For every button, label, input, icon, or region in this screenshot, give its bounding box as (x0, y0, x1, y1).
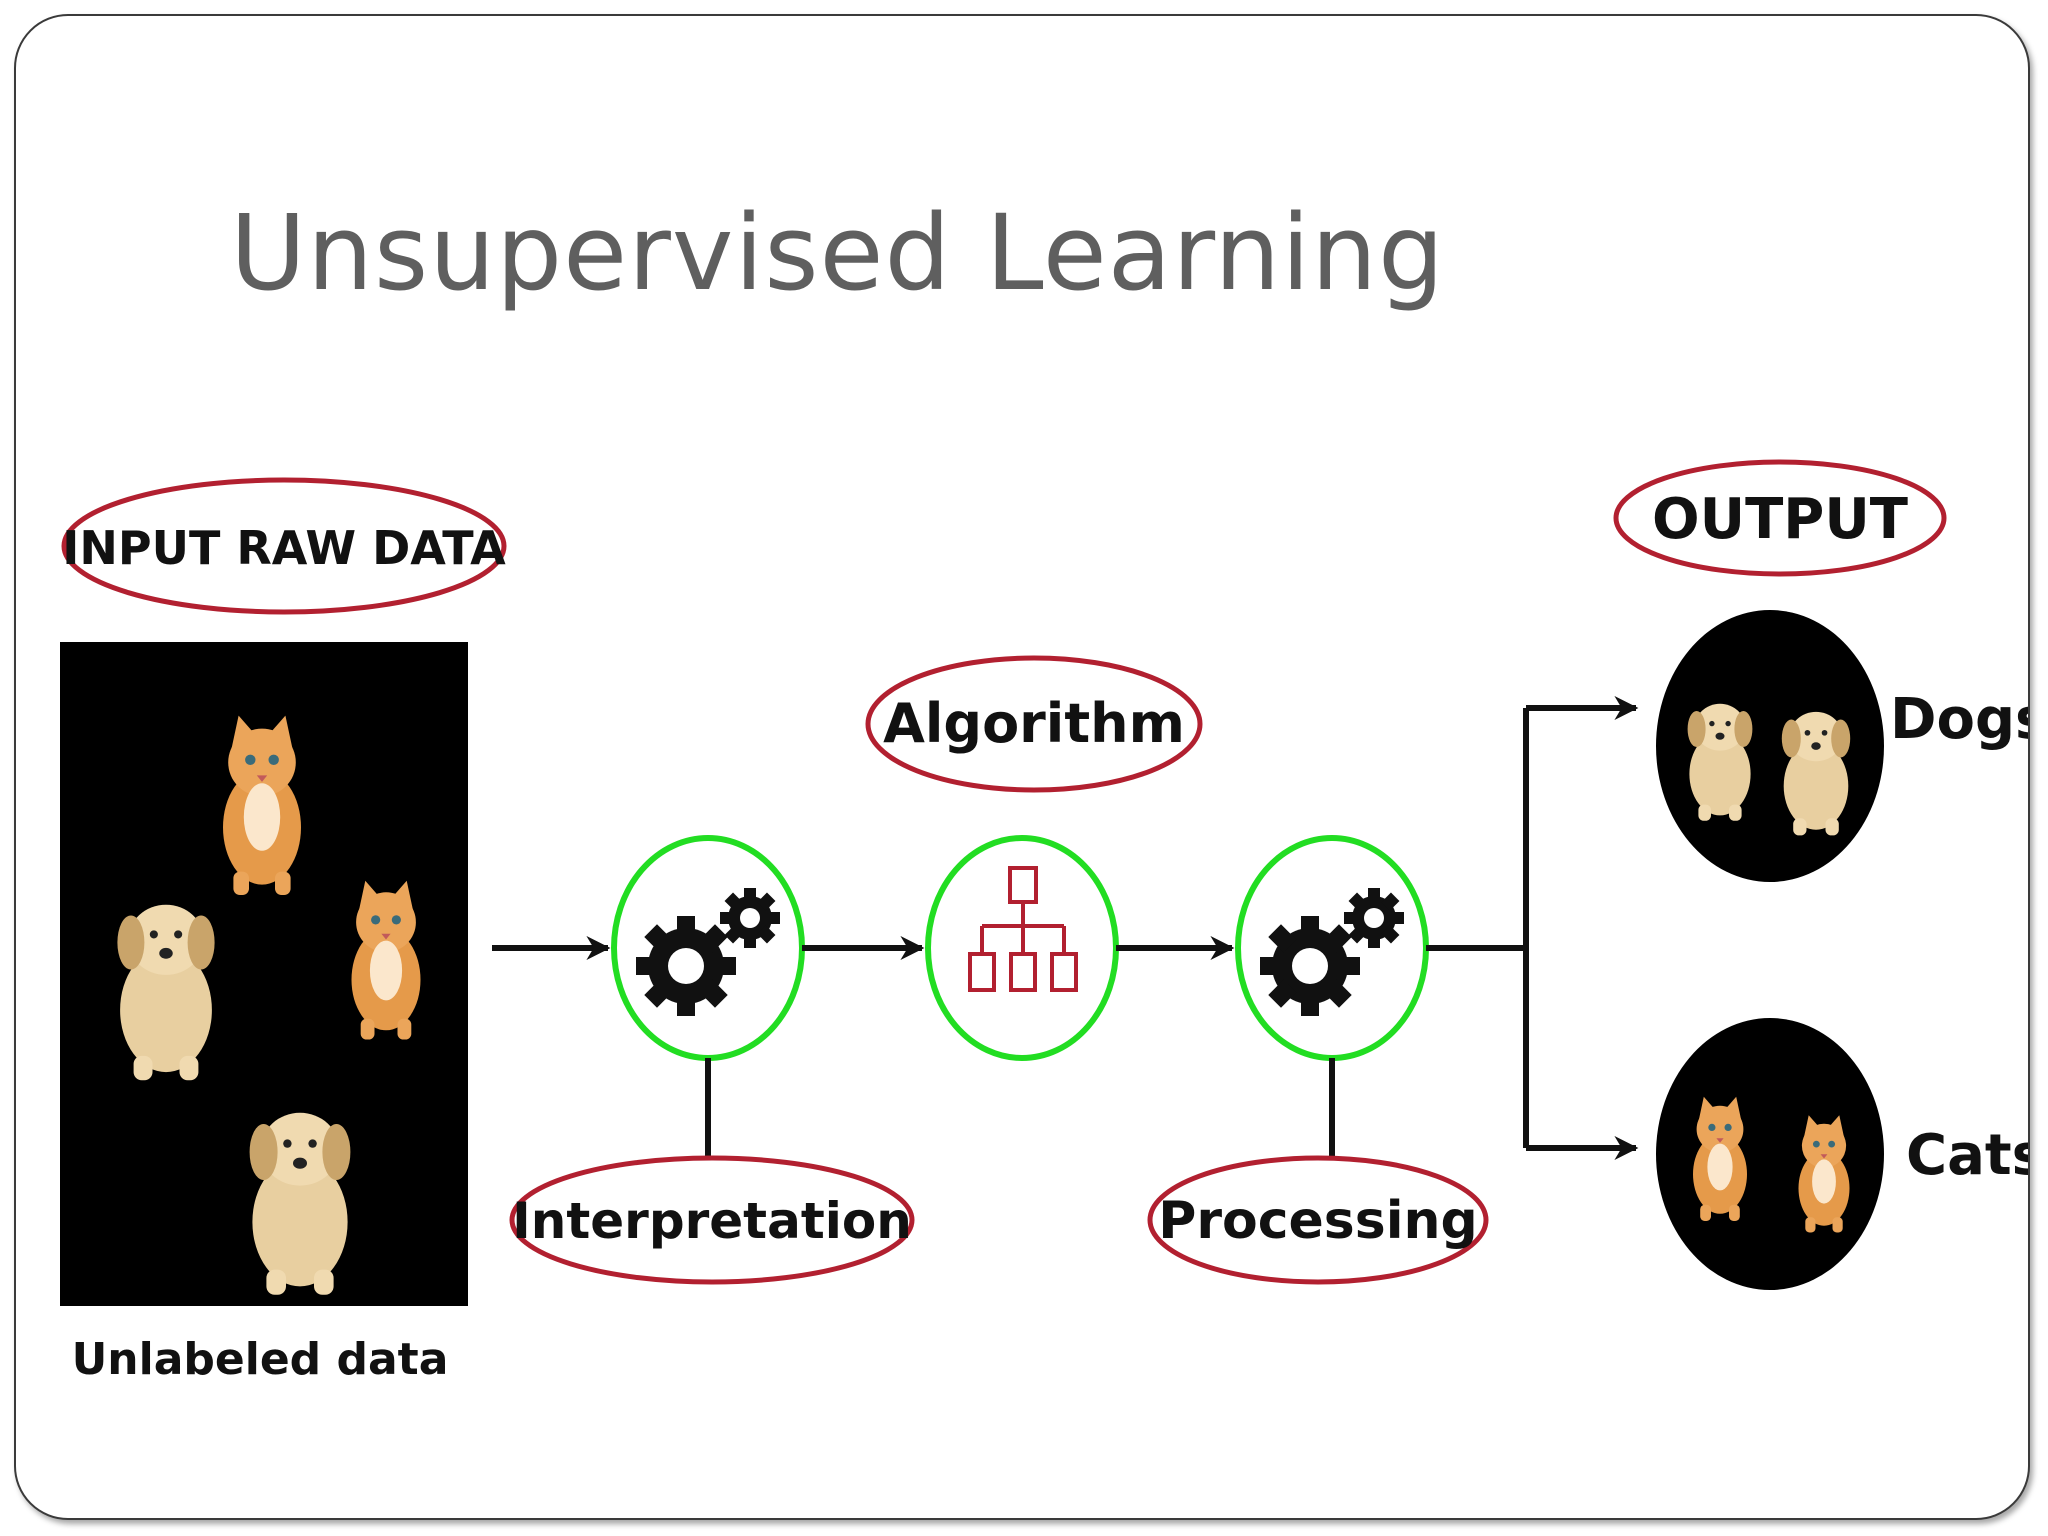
svg-text:Interpretation: Interpretation (512, 1192, 912, 1250)
cat-icon (1693, 1096, 1747, 1221)
processing-label: Processing (1147, 1155, 1489, 1285)
cat-icon (351, 880, 421, 1040)
slide-title: Unsupervised Learning (230, 192, 1446, 314)
unsupervised-learning-diagram: INPUT RAW DATA Unlabeled data Interpreta… (60, 459, 2030, 1385)
interpretation-node (611, 835, 805, 1061)
interpretation-label: Interpretation (509, 1155, 915, 1285)
input-raw-data-label: INPUT RAW DATA (61, 477, 507, 615)
processing-node (1235, 835, 1429, 1061)
svg-text:INPUT RAW DATA: INPUT RAW DATA (62, 521, 506, 575)
algorithm-node (925, 835, 1119, 1061)
algorithm-label: Algorithm (865, 655, 1203, 793)
output-label: OUTPUT (1613, 459, 1947, 577)
unlabeled-data-caption: Unlabeled data (72, 1334, 449, 1385)
hierarchy-icon (968, 866, 1078, 992)
svg-text:Algorithm: Algorithm (883, 692, 1185, 755)
svg-text:Cats: Cats (1906, 1123, 2030, 1188)
slide: Unsupervised Learning (14, 14, 2030, 1520)
output-group-dogs: Dogs (1656, 610, 2030, 882)
svg-text:OUTPUT: OUTPUT (1652, 487, 1908, 552)
unlabeled-data-image (60, 642, 468, 1306)
svg-text:Processing: Processing (1158, 1191, 1478, 1251)
output-group-cats: Cats (1656, 1018, 2030, 1290)
svg-text:Dogs: Dogs (1890, 687, 2030, 752)
cat-icon (223, 715, 301, 895)
cat-icon (1798, 1115, 1850, 1233)
